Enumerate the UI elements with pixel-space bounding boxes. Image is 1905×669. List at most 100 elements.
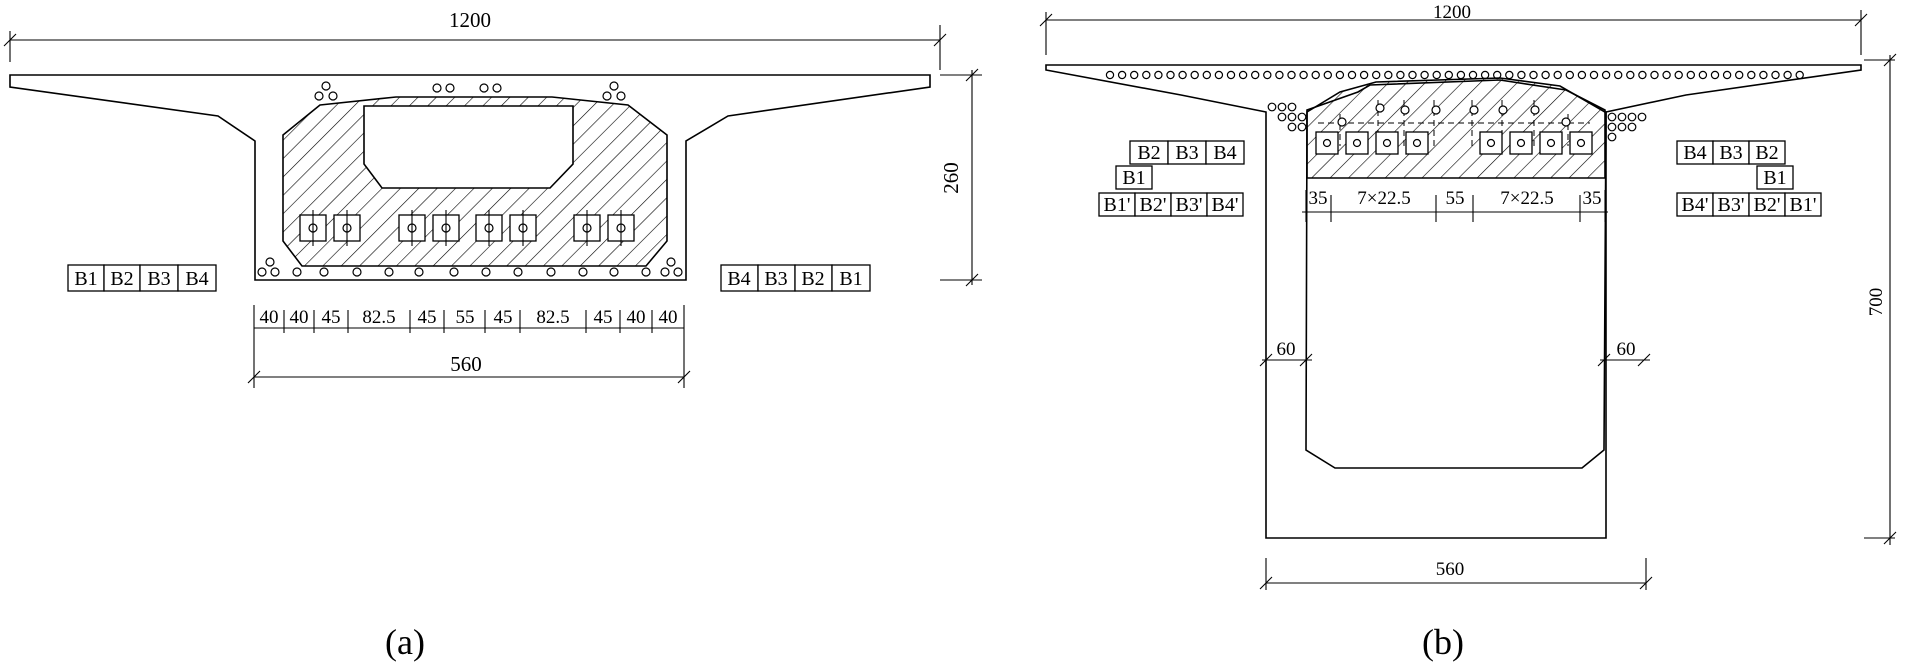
deck-strand-hole [1190, 70, 1199, 80]
deck-strand-hole [1226, 70, 1236, 80]
deck-strand-hole [1456, 70, 1466, 80]
left-mid-b1: B1 [1122, 167, 1145, 189]
left-tendon-b1-a: B1 [74, 268, 97, 290]
deck-strand-hole [1698, 70, 1708, 80]
dimension-height-b: 700 [1864, 53, 1897, 545]
deck-strand-hole [1396, 70, 1405, 80]
dimension-bottom-width-a: 560 [247, 340, 691, 388]
deck-strand-hole [1263, 70, 1272, 80]
deck-strand-hole [1517, 70, 1526, 80]
spacing-a-3: 45 [322, 307, 341, 328]
overall-width-label-a: 1200 [449, 8, 491, 32]
deck-strand-hole [1505, 70, 1514, 80]
right-tendon-b2-a: B2 [801, 268, 824, 290]
deck-strand-hole [1565, 70, 1575, 80]
left-bottom-b1p: B1' [1104, 194, 1131, 216]
duct-markers-b [1315, 103, 1593, 155]
deck-strand-hole [1553, 70, 1562, 80]
right-bottom-b3p: B3' [1718, 194, 1745, 216]
left-bottom-b2p: B2' [1140, 194, 1167, 216]
spacing-b-1: 35 [1309, 188, 1328, 209]
panel-a: 1200 [3, 8, 982, 662]
duct-group-a [299, 210, 635, 246]
right-bottom-b4p: B4' [1682, 194, 1709, 216]
dimension-top-spacing-b: 35 7×22.5 55 7×22.5 35 [1302, 188, 1608, 222]
deck-strand-hole [1275, 70, 1284, 80]
deck-strand-hole [1432, 70, 1441, 80]
right-top-b3: B3 [1719, 142, 1742, 164]
deck-strand-hole [1541, 70, 1550, 80]
deck-strand-hole [1384, 70, 1393, 80]
right-tendon-labels-b: B4 B3 B2 B1 B4' B3' B2' B1' [1676, 140, 1822, 217]
height-label-b: 700 [1866, 288, 1887, 317]
deck-strand-hole [1626, 70, 1635, 80]
deck-strand-hole [1142, 70, 1151, 80]
dimension-web-left-b: 60 [1259, 339, 1313, 367]
spacing-a-4: 82.5 [362, 307, 395, 328]
deck-strand-hole [1214, 70, 1224, 80]
deck-strand-hole [1202, 70, 1212, 80]
deck-strand-holes-b [1105, 70, 1804, 80]
deck-strand-hole [1613, 70, 1623, 80]
spacing-a-7: 45 [494, 307, 513, 328]
deck-strand-hole [1759, 70, 1768, 80]
left-bottom-b3p: B3' [1176, 194, 1203, 216]
deck-strand-hole [1783, 70, 1792, 80]
deck-strand-hole [1686, 70, 1696, 80]
deck-strand-hole [1359, 70, 1369, 80]
right-tendon-b4-a: B4 [727, 268, 750, 290]
right-bottom-b2p: B2' [1754, 194, 1781, 216]
dimension-overall-width-b: 1200 [1039, 2, 1868, 55]
spacing-b-4: 7×22.5 [1500, 188, 1553, 209]
dimension-overall-width-a: 1200 [3, 8, 947, 70]
deck-strand-hole [1335, 70, 1345, 80]
web-strand-holes-b [1267, 102, 1647, 142]
deck-strand-hole [1347, 70, 1357, 80]
web-right-label-b: 60 [1617, 339, 1636, 360]
dimension-web-right-b: 60 [1597, 339, 1651, 367]
deck-strand-hole [1178, 70, 1187, 80]
deck-strand-hole [1747, 70, 1756, 80]
dimension-bottom-spacing-a: 40 40 45 82.5 45 55 45 82.5 45 40 40 [253, 305, 685, 340]
deck-strand-hole [1662, 70, 1671, 80]
left-tendon-labels-b: B2 B3 B4 B1 B1' B2' B3' B4' [1098, 140, 1245, 217]
spacing-a-8: 82.5 [536, 307, 569, 328]
spacing-a-10: 40 [627, 307, 646, 328]
spacing-a-1: 40 [260, 307, 279, 328]
dashed-duct-lines-b [1318, 100, 1590, 146]
deck-strand-hole [1650, 70, 1659, 80]
spacing-a-2: 40 [290, 307, 309, 328]
deck-strand-hole [1589, 70, 1599, 80]
left-top-b2: B2 [1137, 142, 1160, 164]
deck-strand-hole [1408, 70, 1417, 80]
right-top-b2: B2 [1755, 142, 1778, 164]
deck-strand-hole [1371, 70, 1381, 80]
left-top-b3: B3 [1175, 142, 1198, 164]
top-strand-holes-a [314, 81, 626, 101]
deck-strand-hole [1238, 70, 1248, 80]
deck-strand-hole [1601, 70, 1611, 80]
deck-strand-hole [1129, 70, 1139, 80]
deck-strand-hole [1166, 70, 1175, 80]
right-top-b4: B4 [1683, 142, 1706, 164]
spacing-a-11: 40 [659, 307, 678, 328]
dimension-height-a: 260 [939, 68, 982, 287]
deck-strand-hole [1734, 70, 1744, 80]
caption-a: (a) [385, 622, 425, 662]
deck-strand-hole [1154, 70, 1163, 80]
left-tendon-b2-a: B2 [110, 268, 133, 290]
left-tendon-b4-a: B4 [185, 268, 208, 290]
hatched-top-flange-b [1306, 77, 1606, 179]
height-label-a: 260 [939, 162, 963, 194]
left-top-b4: B4 [1213, 142, 1236, 164]
left-tendon-labels-a: B1 B2 B3 B4 [67, 264, 217, 292]
deck-slab-b [1045, 64, 1862, 539]
dimension-bottom-width-b: 560 [1259, 558, 1653, 590]
deck-strand-hole [1105, 70, 1115, 80]
spacing-b-3: 55 [1446, 188, 1465, 209]
bottom-width-label-a: 560 [450, 352, 482, 376]
left-bottom-b4p: B4' [1212, 194, 1239, 216]
right-bottom-b1p: B1' [1790, 194, 1817, 216]
right-tendon-b3-a: B3 [764, 268, 787, 290]
